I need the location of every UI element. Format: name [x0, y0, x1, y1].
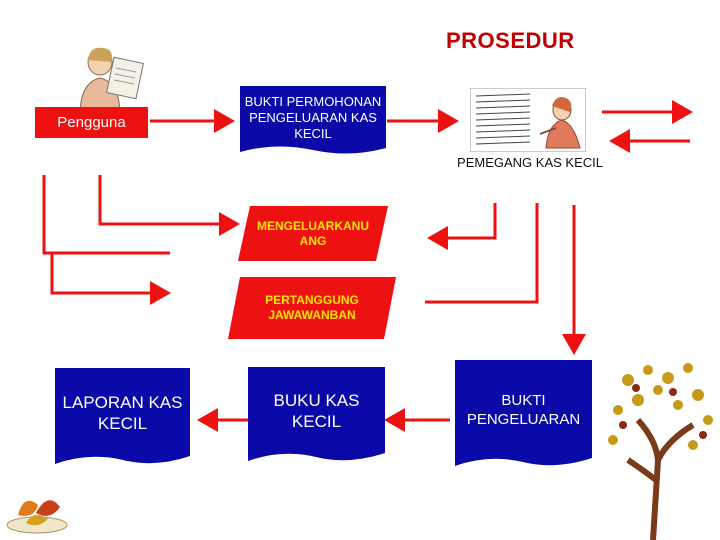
node-bukti-pengeluaran: BUKTI PENGELUARAN — [466, 392, 581, 428]
arrow-left-lower — [50, 252, 171, 305]
arrow-pemegang-to-mengeluarkan — [427, 203, 497, 250]
doc-shape-buku — [248, 367, 385, 461]
doc-shape-bukti-pengeluaran — [455, 360, 592, 466]
person-at-desk-icon — [470, 88, 586, 152]
leaves-icon — [6, 500, 68, 534]
shape-pertanggung-jawaban — [228, 277, 396, 339]
arrow-left-loop — [98, 175, 240, 236]
arrow-pemegang-to-pertanggung — [425, 203, 539, 304]
node-buku-kas-kecil: BUKU KAS KECIL — [273, 391, 360, 431]
page-title: PROSEDUR — [446, 28, 575, 53]
arrow-left-down — [42, 175, 170, 255]
shape-mengeluarkan-uang — [238, 206, 388, 261]
node-pertanggung-jawaban: PERTANGGUNG JAWAWANBAN — [265, 293, 359, 322]
person-reading-icon — [79, 47, 145, 110]
node-pengguna: Pengguna — [35, 107, 148, 138]
doc-shape-bukti-permohonan — [240, 86, 386, 154]
autumn-tree-icon — [608, 363, 713, 540]
node-bukti-permohonan: BUKTI PERMOHONAN PENGELUARAN KAS KECIL — [244, 94, 382, 141]
doc-shape-laporan — [55, 368, 190, 464]
node-laporan-kas-kecil: LAPORAN KAS KECIL — [62, 393, 183, 433]
node-mengeluarkan-uang: MENGELUARKANU ANG — [257, 218, 369, 248]
node-pemegang-kas-kecil: PEMEGANG KAS KECIL — [457, 155, 603, 170]
